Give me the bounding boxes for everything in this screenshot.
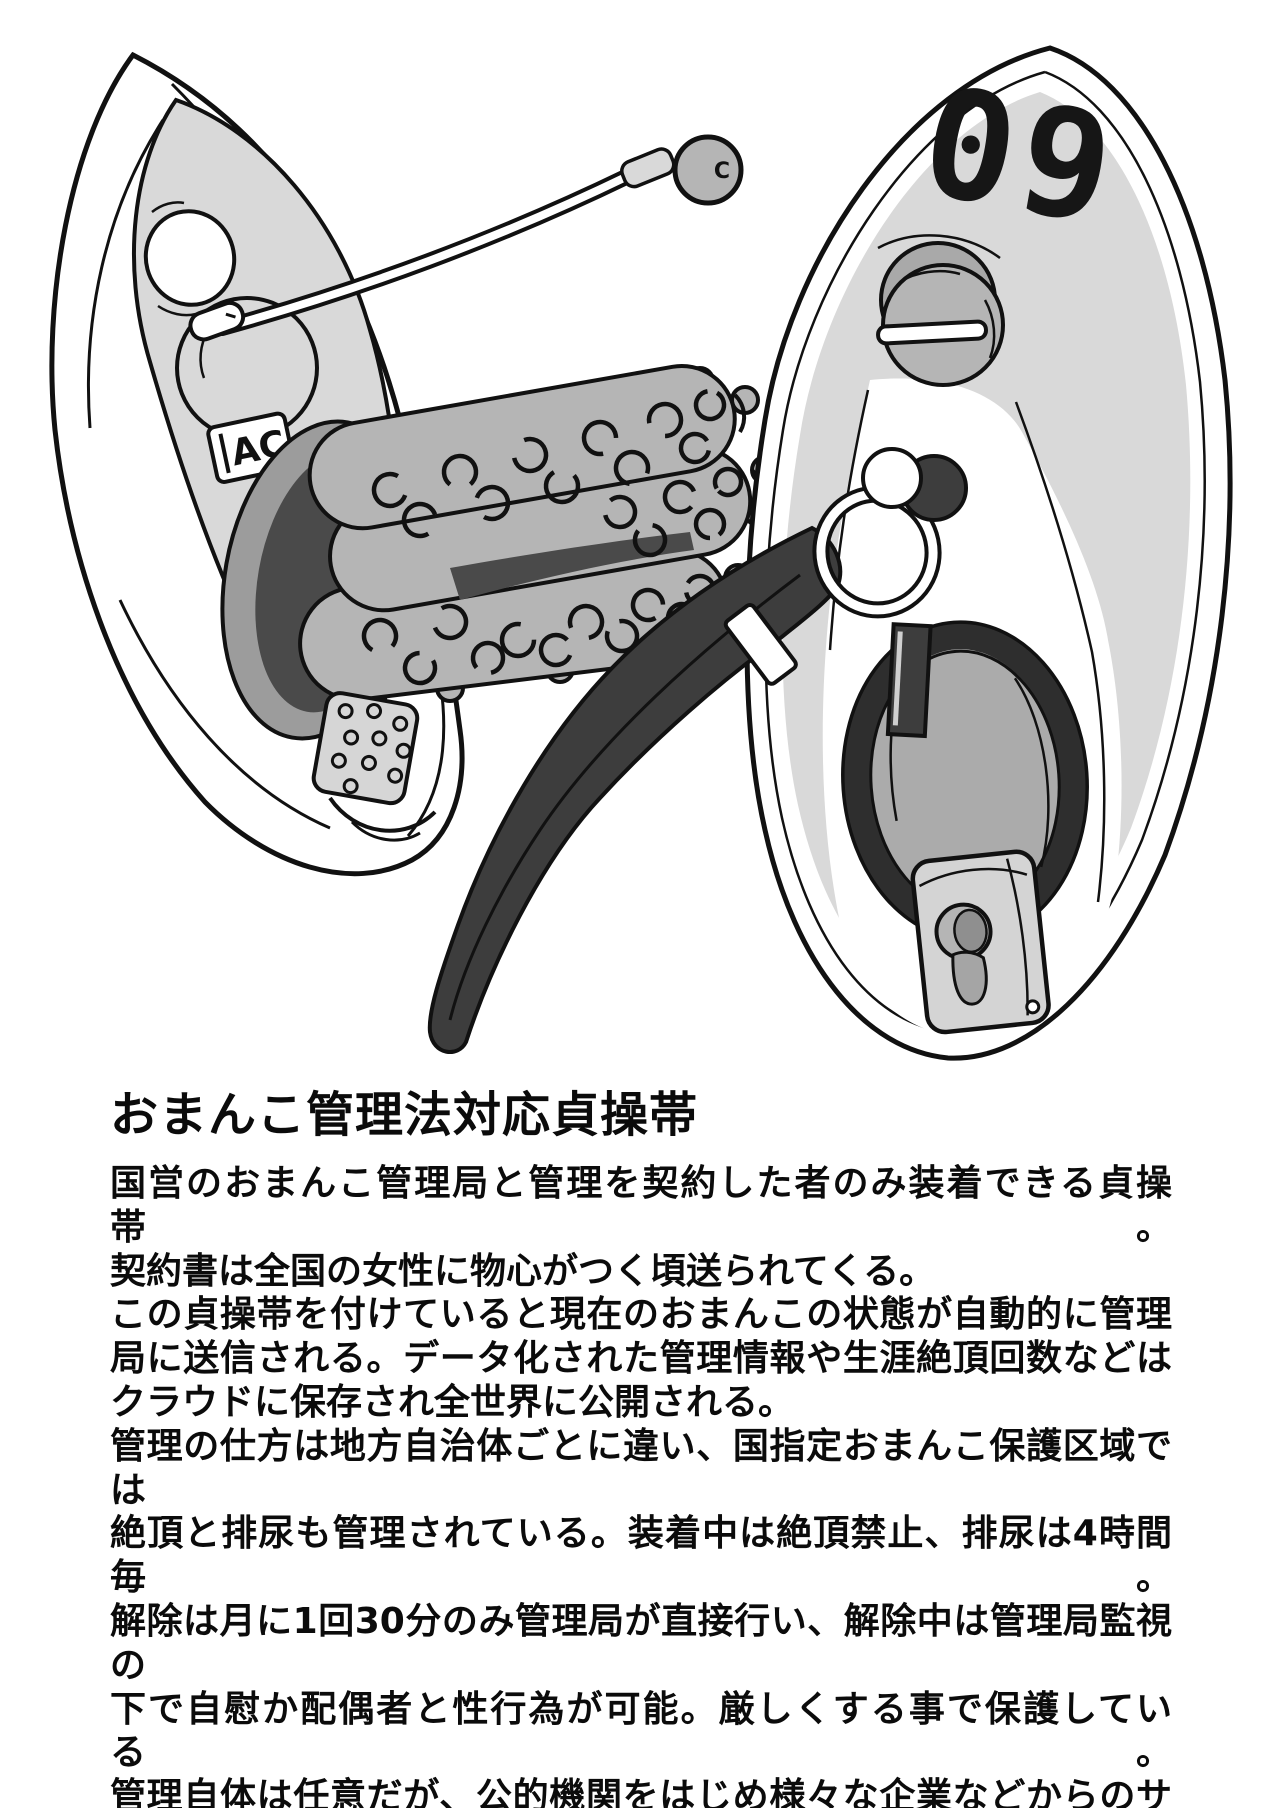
vent-hole — [143, 209, 237, 307]
hinge-screw — [1025, 999, 1041, 1015]
caption-line: 解除は月に1回30分のみ管理局が直接行い、解除中は管理局監視の — [110, 1600, 1172, 1686]
inner-rim-line — [87, 119, 165, 429]
shell-bottom-lip — [328, 796, 437, 842]
caption-line: クラウドに保存され全世界に公開される。 — [110, 1381, 795, 1423]
caption-line: 管理の仕方は地方自治体ごとに違い、国指定おまんこ保護区域では — [110, 1425, 1172, 1511]
caption-line: 絶頂と排尿も管理されている。装着中は絶頂禁止、排尿は4時間毎。 — [110, 1513, 1172, 1599]
caption-line: 契約書は全国の女性に物心がつく頃送られてくる。 — [110, 1250, 936, 1292]
stud-ball — [861, 447, 923, 509]
antenna-ball-mark: C — [714, 159, 730, 184]
caption-body: 国営のおまんこ管理局と管理を契約した者のみ装着できる貞操帯。 契約書は全国の女性… — [110, 1162, 1172, 1808]
strap-clasp — [723, 603, 798, 686]
antenna-ball — [672, 134, 744, 206]
drain-pad — [311, 691, 420, 806]
antenna: C — [188, 134, 744, 342]
lock-flap — [910, 849, 1051, 1035]
caption-line: この貞操帯を付けていると現在のおまんこの状態が自動的に管理 — [110, 1294, 1172, 1336]
lobe-shadow — [450, 532, 694, 600]
strap — [427, 525, 843, 1054]
texture-dots — [361, 388, 744, 686]
dial-knob — [876, 241, 1005, 387]
caption-line: 局に送信される。データ化された管理情報や生涯絶頂回数などは — [110, 1338, 1172, 1380]
antenna-socket — [188, 300, 246, 342]
device-illustration: AC — [49, 45, 1233, 1061]
caption-line: 管理自体は任意だが、公的機関をはじめ様々な企業などからのサー — [110, 1776, 1172, 1808]
ring-and-stud — [812, 485, 942, 619]
port-slot-tab — [885, 622, 933, 739]
caption-line: 国営のおまんこ管理局と管理を契約した者のみ装着できる貞操帯。 — [110, 1163, 1172, 1248]
counter-value: 09 — [911, 55, 1131, 260]
antenna-sleeve — [620, 147, 676, 189]
keyhole-drop — [951, 950, 988, 1006]
caption-title: おまんこ管理法対応貞操帯 — [110, 1087, 699, 1143]
caption-block: おまんこ管理法対応貞操帯 国営のおまんこ管理局と管理を契約した者のみ装着できる貞… — [110, 1086, 1172, 1808]
caption-line: 下で自慰か配偶者と性行為が可能。厳しくする事で保護している。 — [110, 1688, 1172, 1774]
dial-slot — [876, 319, 988, 346]
counter-display: 09 — [911, 55, 1131, 260]
